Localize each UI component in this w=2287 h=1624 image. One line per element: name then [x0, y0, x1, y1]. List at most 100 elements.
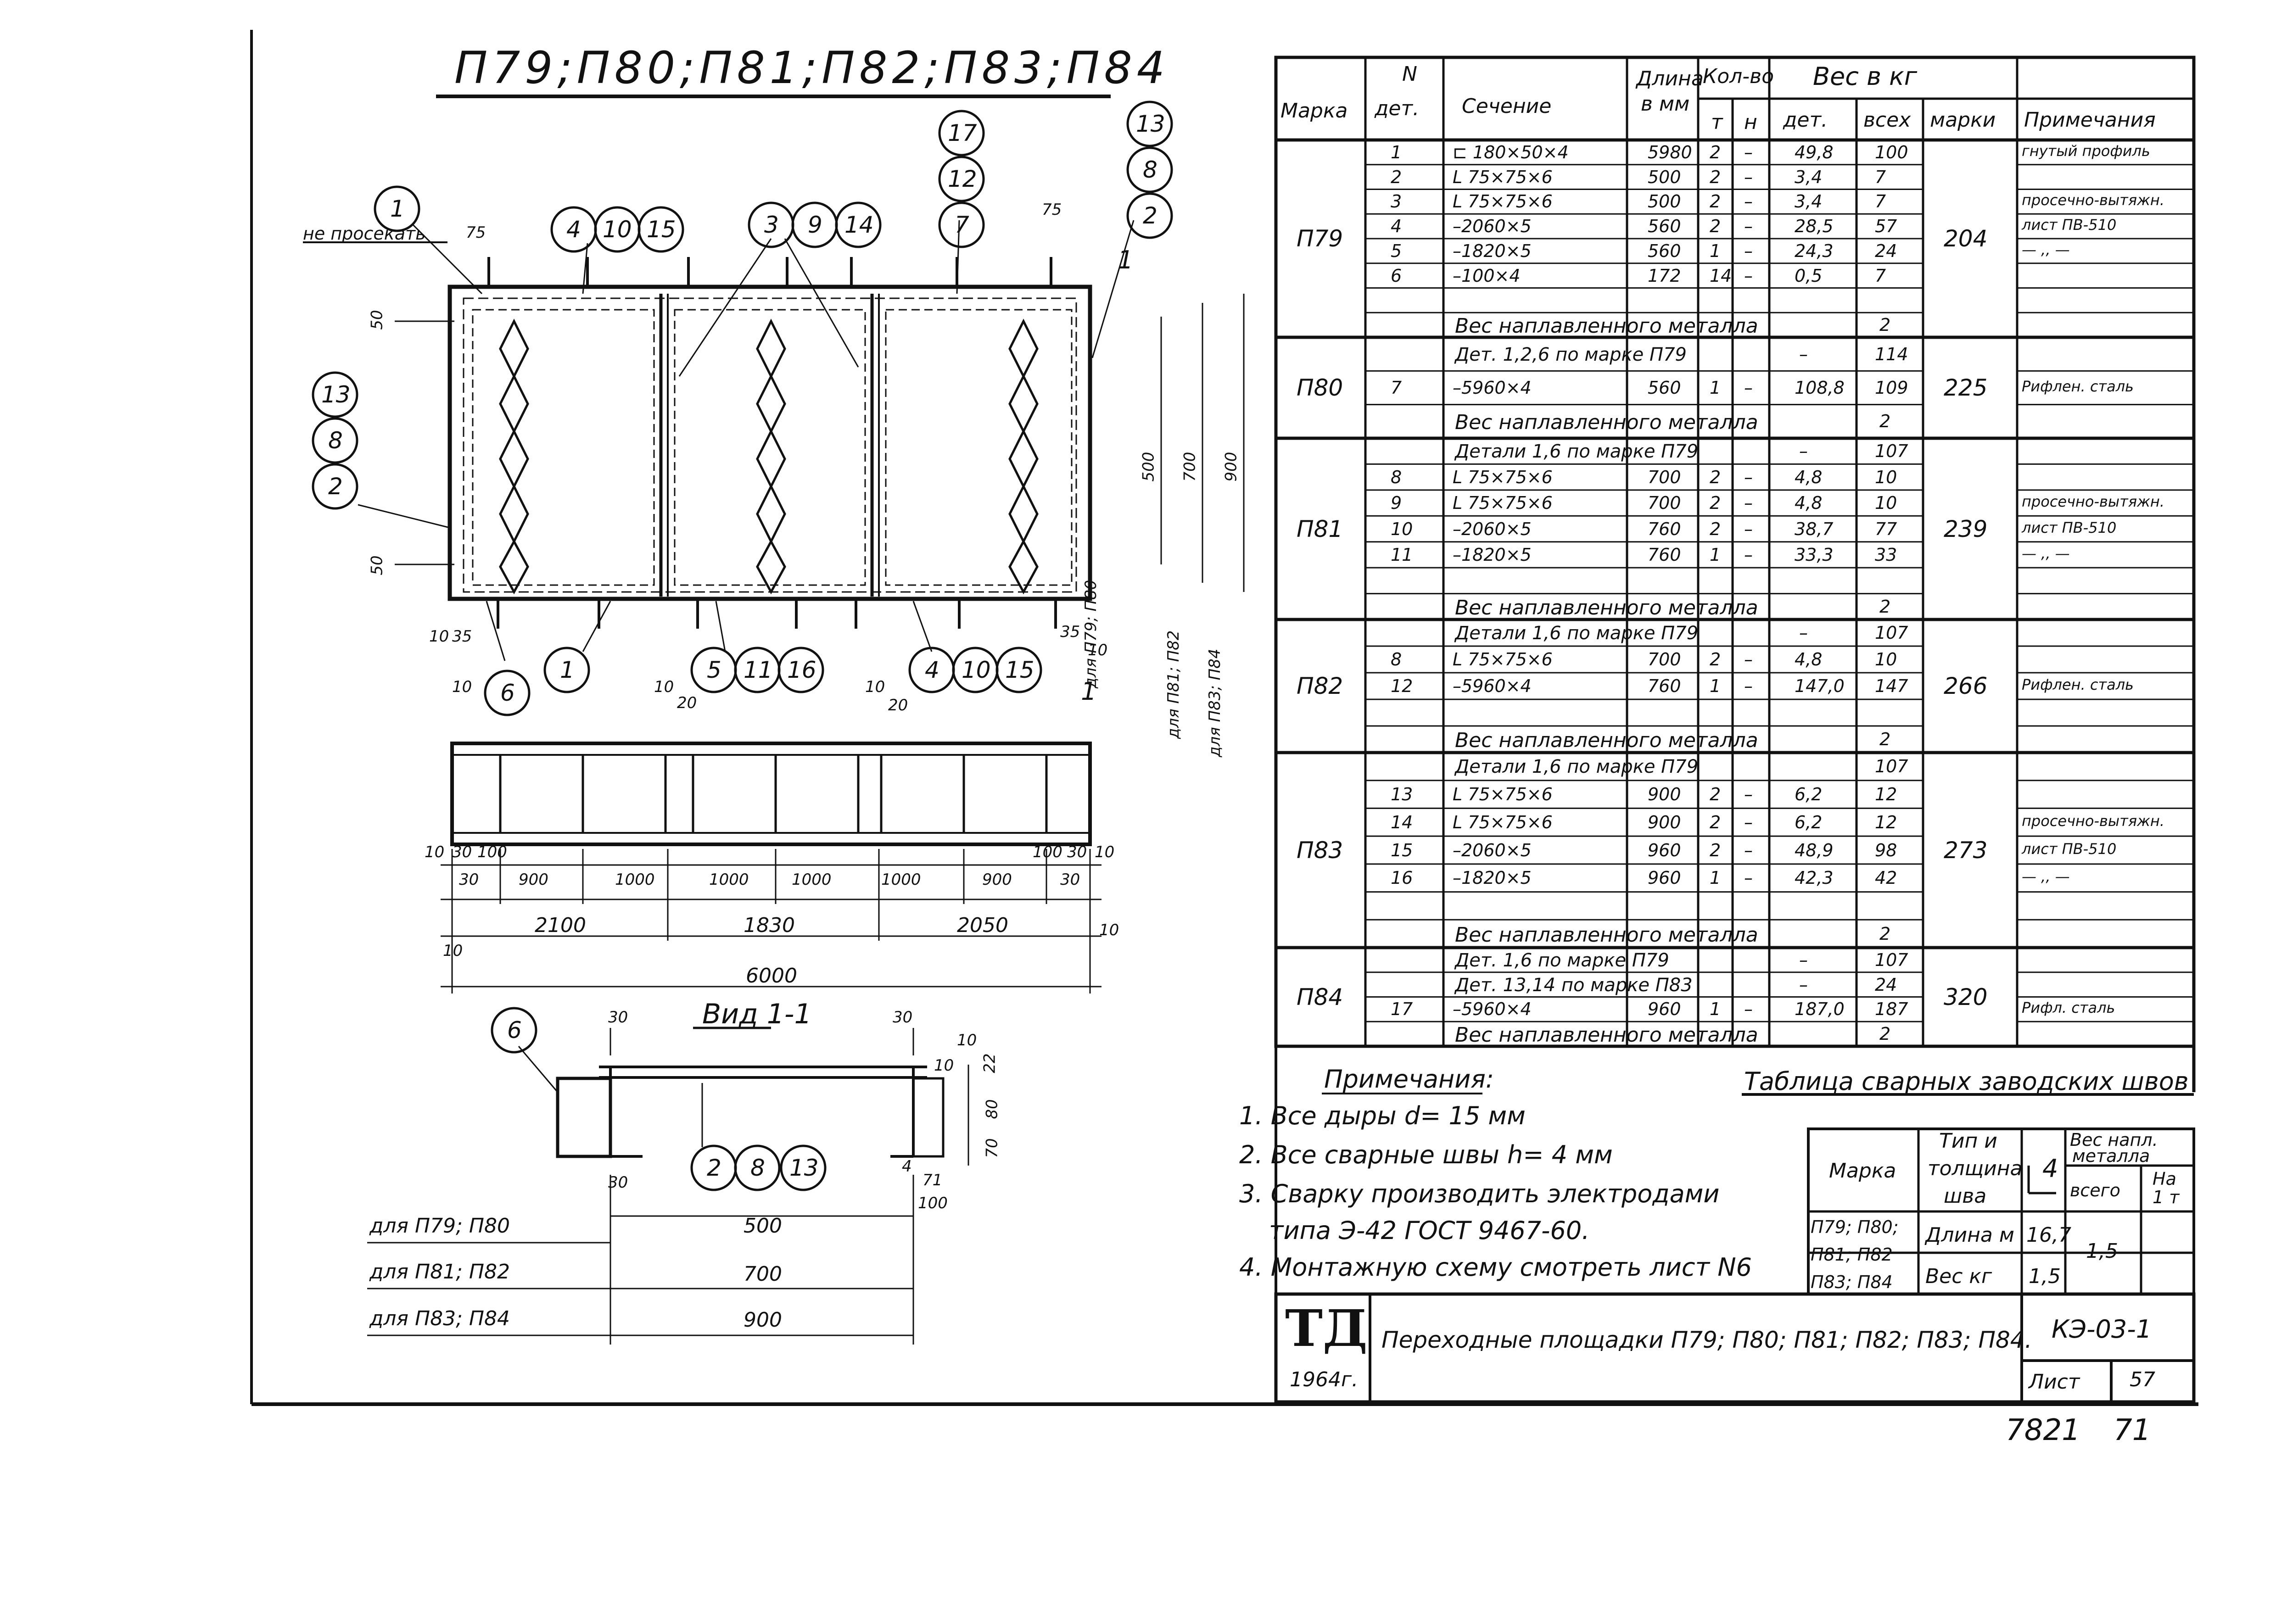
cell-remark: — ,, — [2022, 240, 2070, 258]
view-callout-2: 2 [707, 1155, 721, 1181]
elev-dim-10-d: 10 [443, 942, 463, 960]
dim-10-c: 10 [452, 678, 472, 696]
elev-dim-1000-c: 1000 [792, 871, 832, 889]
callout-13: 13 [1136, 111, 1165, 137]
th-det: дет. [1375, 97, 1420, 120]
cell-detail-no: 16 [1391, 868, 1413, 888]
cell-weight-all: 12 [1875, 812, 1897, 832]
cell-qty-t: 2 [1710, 784, 1721, 805]
weld-h-mark: Марка [1829, 1159, 1896, 1183]
cell-section: –1820×5 [1453, 544, 1532, 565]
cell-section: –5960×4 [1453, 676, 1532, 696]
th-w-mark: марки [1930, 108, 1996, 132]
cell-section: L 75×75×6 [1453, 812, 1553, 832]
th-weight: Вес в кг [1813, 62, 1918, 91]
elev-dim-30-a: 30 [452, 843, 472, 861]
cell-detail-no: 7 [1391, 378, 1402, 398]
cell-weight-all: 12 [1875, 784, 1897, 805]
weld-h-per-2: 1 т [2153, 1187, 2180, 1207]
reference-row: Дет. 13,14 по марке П83 [1455, 974, 1693, 996]
callout-bottom-15: 15 [1005, 657, 1034, 683]
cell-qty-n: – [1744, 240, 1753, 261]
width-label-p79: для П79; П80 [369, 1214, 510, 1238]
cell-weight-det: 187,0 [1795, 999, 1845, 1020]
width-value-900: 900 [744, 1308, 782, 1332]
cell-detail-no: 14 [1391, 812, 1413, 832]
cell-weight-det: 6,2 [1795, 784, 1823, 805]
cell-detail-no: 17 [1391, 999, 1413, 1020]
cell-length: 760 [1648, 676, 1681, 696]
view-dim-30-a: 30 [608, 1008, 628, 1027]
weld-metal-row: Вес наплавленного металла [1455, 314, 1758, 338]
cell-detail-no: 4 [1391, 216, 1402, 237]
cell-weight-det: 4,8 [1795, 467, 1823, 487]
cell-qty-n: – [1744, 544, 1753, 565]
cell-length: 760 [1648, 544, 1681, 565]
cell-qty-t: 1 [1710, 544, 1721, 565]
note-2: 2. Все сварные швы h= 4 мм [1239, 1140, 1613, 1169]
th-qty-t: т [1711, 111, 1723, 134]
weld-h-weight-2: металла [2072, 1146, 2150, 1166]
elev-dim-900-a: 900 [519, 871, 548, 889]
cell-section: L 75×75×6 [1453, 493, 1553, 513]
cell-remark: просечно-вытяжн. [2022, 191, 2164, 209]
cell-weight-det: – [1799, 949, 1808, 970]
cell-section: L 75×75×6 [1453, 467, 1553, 487]
cell-weight-all: 57 [1875, 216, 1897, 237]
elev-dim-30-d: 30 [1060, 871, 1080, 889]
cell-weight-all: 2 [1879, 1024, 1891, 1044]
cell-weight-all: 107 [1875, 756, 1908, 777]
callout-14: 14 [844, 212, 874, 238]
cell-length: 960 [1648, 999, 1681, 1020]
cell-qty-n: – [1744, 191, 1753, 212]
cell-weight-det: 0,5 [1795, 265, 1823, 286]
org-logo: ТД [1285, 1299, 1368, 1358]
elev-dim-10-b: 10 [1095, 843, 1115, 861]
view-callout-13: 13 [789, 1155, 819, 1181]
cell-qty-n: – [1744, 868, 1753, 888]
group-total-weight: 225 [1944, 374, 1988, 401]
note-p79-p80: для П79; П80 [1082, 580, 1100, 688]
cell-remark: Рифлен. сталь [2022, 378, 2134, 395]
elev-dim-6000: 6000 [746, 964, 797, 988]
callout-bottom-10: 10 [962, 657, 991, 683]
cell-qty-n: – [1744, 216, 1753, 237]
cell-weight-det: 49,8 [1795, 142, 1834, 162]
elev-dim-1000-b: 1000 [709, 871, 749, 889]
cell-remark: просечно-вытяжн. [2022, 493, 2164, 511]
dim-50-bottom: 50 [368, 555, 386, 575]
cell-remark: — ,, — [2022, 544, 2070, 562]
cell-weight-all: 7 [1875, 167, 1886, 187]
note-3b: типа Э-42 ГОСТ 9467-60. [1269, 1216, 1590, 1245]
cell-weight-all: 107 [1875, 949, 1908, 970]
cell-length: 700 [1648, 649, 1681, 670]
th-det-n: N [1402, 62, 1417, 86]
weld-metal-row: Вес наплавленного металла [1455, 923, 1758, 947]
cell-qty-t: 2 [1710, 167, 1721, 187]
weld-metal-row: Вес наплавленного металла [1455, 596, 1758, 619]
cell-weight-all: 109 [1875, 378, 1908, 398]
weld-h-type-2: толщина [1928, 1157, 2023, 1180]
cell-weight-all: 10 [1875, 493, 1897, 513]
cell-qty-t: 2 [1710, 519, 1721, 539]
reference-row: Дет. 1,6 по марке П79 [1455, 949, 1669, 971]
page-number: 71 [2114, 1413, 2151, 1447]
weld-r1-label: Длина м [1925, 1223, 2015, 1247]
group-total-weight: 320 [1944, 983, 1988, 1010]
elev-dim-10-a: 10 [425, 843, 445, 861]
dim-20-a: 20 [677, 694, 697, 712]
cell-section: L 75×75×6 [1453, 191, 1553, 212]
cell-weight-det: 48,9 [1795, 840, 1834, 860]
callout-12: 12 [948, 166, 977, 192]
cell-weight-all: 7 [1875, 265, 1886, 286]
view-dim-70: 70 [983, 1138, 1001, 1158]
elev-dim-2050: 2050 [957, 914, 1008, 937]
dim-10-d: 10 [654, 678, 674, 696]
cell-length: 960 [1648, 840, 1681, 860]
elev-dim-30-c: 30 [459, 871, 479, 889]
cell-qty-t: 2 [1710, 649, 1721, 670]
callout-left-2: 2 [328, 473, 343, 500]
cell-weight-det: – [1799, 623, 1808, 643]
sheet-name: Переходные площадки П79; П80; П81; П82; … [1381, 1327, 2032, 1353]
